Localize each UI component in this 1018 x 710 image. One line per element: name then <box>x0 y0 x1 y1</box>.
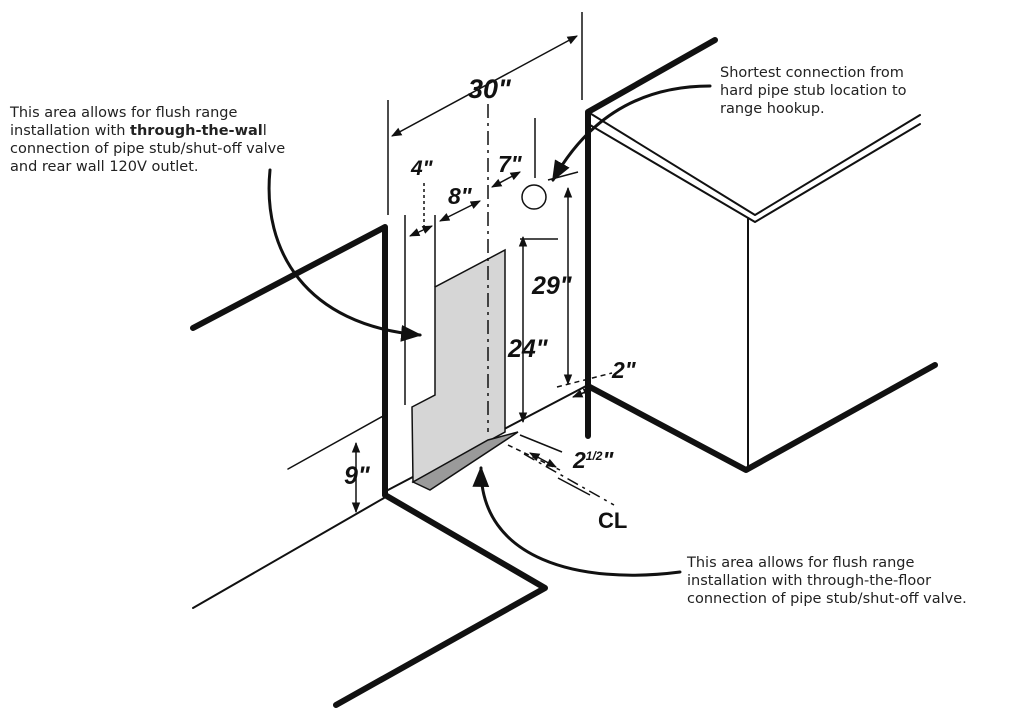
dim-8-label: 8" <box>448 183 473 209</box>
centerline-symbol: CL <box>598 508 627 533</box>
wall-callout-line-4: and rear wall 120V outlet. <box>10 159 199 175</box>
arrow-2-half <box>529 452 557 468</box>
half-fraction: 1/2 <box>586 449 603 463</box>
arrow-7 <box>491 171 521 188</box>
right-cabinet <box>585 37 938 473</box>
wall-callout-arrow <box>267 168 423 342</box>
shortest-callout-arrow <box>551 84 712 182</box>
dim-2-label: 2" <box>611 357 637 383</box>
wall-callout-line-3: connection of pipe stub/shut-off valve <box>10 141 286 157</box>
wall-and-floor-outline <box>190 224 589 708</box>
arrow-2 <box>572 388 594 398</box>
wall-callout-line-2-prefix: installation with <box>10 123 131 139</box>
shortest-connection-callout: Shortest connection from hard pipe stub … <box>720 64 1010 118</box>
shortest-callout-line-2: hard pipe stub location to <box>720 83 907 99</box>
dim-30-label: 30" <box>468 74 512 104</box>
through-the-floor-area <box>411 431 519 491</box>
through-the-wall-callout: This area allows for flush range install… <box>10 104 380 176</box>
wall-callout-line-1: This area allows for flush range <box>10 105 238 121</box>
arrow-4 <box>409 225 433 237</box>
dim-9-label: 9" <box>344 462 371 490</box>
dimension-arrows <box>351 35 594 514</box>
shortest-callout-line-3: range hookup. <box>720 101 825 117</box>
arrow-30 <box>391 35 578 137</box>
floor-callout-arrow <box>472 465 682 577</box>
dim-7-label: 7" <box>498 151 523 177</box>
shortest-callout-line-1: Shortest connection from <box>720 65 904 81</box>
callout-arrows <box>267 84 712 577</box>
wall-callout-line-2-suffix: l <box>262 123 267 139</box>
dim-29-label: 29" <box>531 272 573 300</box>
pipe-stub-marker <box>521 184 547 210</box>
floor-callout-line-2: installation with through-the-floor <box>687 573 932 589</box>
through-the-floor-callout: This area allows for flush range install… <box>687 554 1017 608</box>
arrow-8 <box>439 200 481 222</box>
dim-4-label: 4" <box>410 157 434 180</box>
floor-callout-line-3: connection of pipe stub/shut-off valve. <box>687 591 967 607</box>
dim-24-label: 24" <box>507 335 549 363</box>
dim-2-half-label: 21/2" <box>572 447 614 473</box>
floor-callout-line-1: This area allows for flush range <box>687 555 915 571</box>
wall-callout-line-2-bold: through-the-wal <box>130 123 263 139</box>
